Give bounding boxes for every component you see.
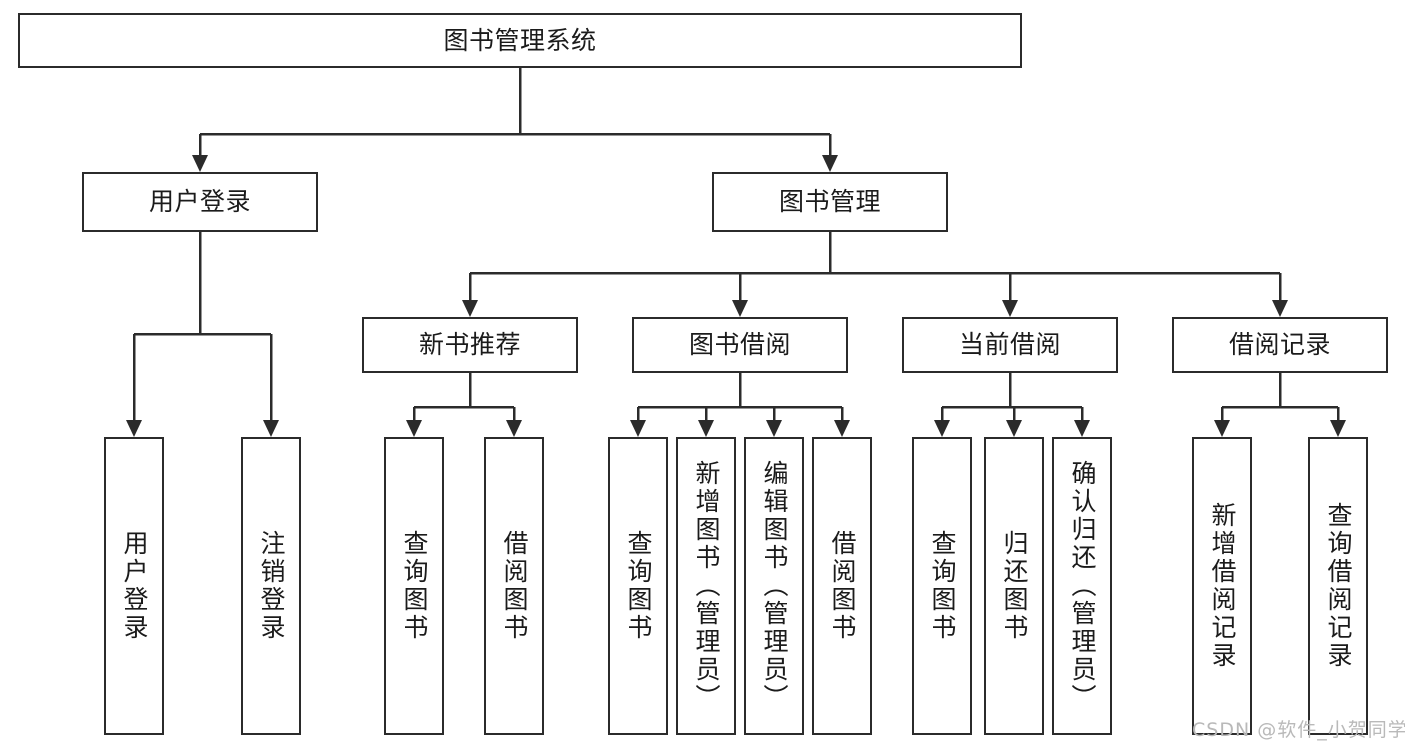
node-leaf-add-book-admin[interactable]: 新增图书（管理员）: [676, 437, 736, 735]
node-user-login[interactable]: 用户登录: [82, 172, 318, 232]
node-leaf-query-book-3[interactable]: 查询图书: [912, 437, 972, 735]
node-label: 新增借阅记录: [1208, 502, 1237, 670]
node-leaf-confirm-return-admin[interactable]: 确认归还（管理员）: [1052, 437, 1112, 735]
node-label: 查询图书: [928, 530, 957, 642]
node-new-book-recommend[interactable]: 新书推荐: [362, 317, 578, 373]
node-label: 用户登录: [148, 187, 251, 216]
node-book-borrow[interactable]: 图书借阅: [632, 317, 848, 373]
node-leaf-borrow-book-2[interactable]: 借阅图书: [812, 437, 872, 735]
node-label: 确认归还（管理员）: [1068, 460, 1097, 712]
node-label: 用户登录: [120, 530, 149, 642]
node-label: 编辑图书（管理员）: [760, 460, 789, 712]
node-label: 当前借阅: [958, 330, 1061, 359]
node-leaf-add-borrow-record[interactable]: 新增借阅记录: [1192, 437, 1252, 735]
node-leaf-query-borrow-record[interactable]: 查询借阅记录: [1308, 437, 1368, 735]
node-current-borrow[interactable]: 当前借阅: [902, 317, 1118, 373]
node-leaf-user-login[interactable]: 用户登录: [104, 437, 164, 735]
node-leaf-return-book[interactable]: 归还图书: [984, 437, 1044, 735]
node-leaf-borrow-book-1[interactable]: 借阅图书: [484, 437, 544, 735]
node-label: 借阅图书: [828, 530, 857, 642]
node-book-manage[interactable]: 图书管理: [712, 172, 948, 232]
node-label: 图书管理系统: [443, 25, 597, 55]
node-leaf-query-book-1[interactable]: 查询图书: [384, 437, 444, 735]
node-label: 归还图书: [1000, 530, 1029, 642]
node-label: 查询图书: [400, 530, 429, 642]
node-label: 借阅图书: [500, 530, 529, 642]
node-label: 借阅记录: [1228, 330, 1331, 359]
node-label: 新书推荐: [418, 330, 521, 359]
node-leaf-edit-book-admin[interactable]: 编辑图书（管理员）: [744, 437, 804, 735]
node-borrow-record[interactable]: 借阅记录: [1172, 317, 1388, 373]
node-leaf-logout[interactable]: 注销登录: [241, 437, 301, 735]
node-label: 图书管理: [778, 187, 881, 216]
watermark-label: CSDN @软件_小贺同学: [1192, 719, 1405, 741]
node-root[interactable]: 图书管理系统: [18, 13, 1022, 68]
node-label: 查询图书: [624, 530, 653, 642]
node-label: 新增图书（管理员）: [692, 460, 721, 712]
node-label: 注销登录: [257, 530, 286, 642]
node-label: 图书借阅: [688, 330, 791, 359]
node-label: 查询借阅记录: [1324, 502, 1353, 670]
node-leaf-query-book-2[interactable]: 查询图书: [608, 437, 668, 735]
